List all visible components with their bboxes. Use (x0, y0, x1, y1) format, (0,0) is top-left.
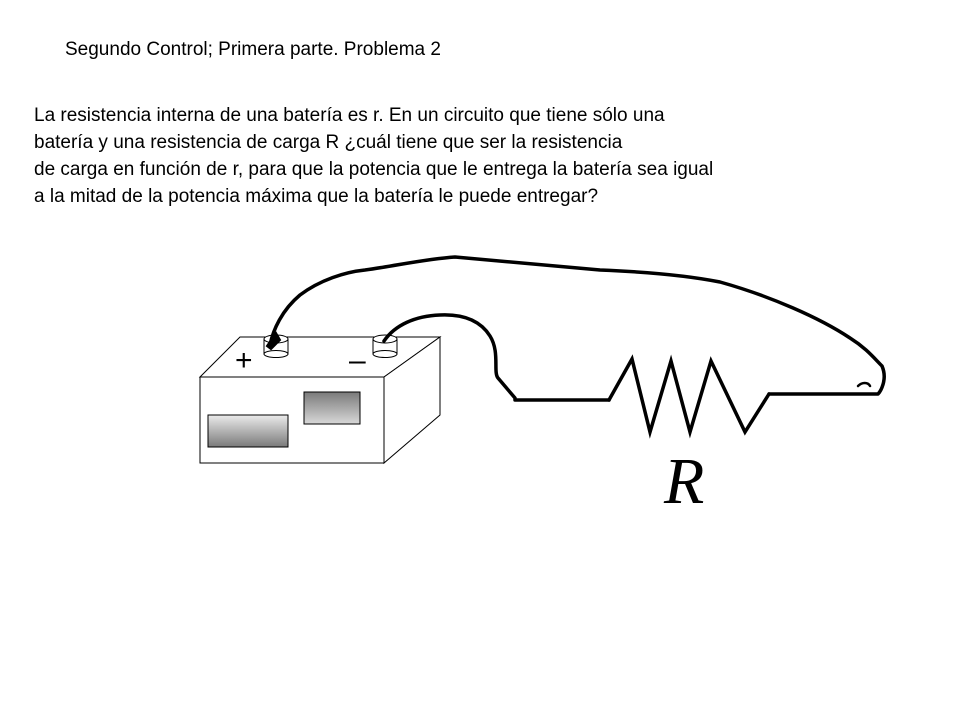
slide-title: Segundo Control; Primera parte. Problema… (65, 39, 441, 60)
problem-line-1: La resistencia interna de una batería es… (34, 105, 665, 126)
problem-statement: La resistencia interna de una batería es… (34, 102, 934, 210)
wire-negative (382, 313, 611, 402)
battery-label-right (303, 391, 361, 425)
resistor-label: R (663, 445, 704, 518)
problem-line-2: batería y una resistencia de carga R ¿cu… (34, 132, 623, 153)
battery: + – (198, 334, 442, 465)
positive-sign: + (235, 344, 253, 377)
wire-positive-clip (265, 331, 282, 351)
battery-label-left (207, 414, 289, 448)
problem-line-3: de carga en función de r, para que la po… (34, 159, 714, 180)
wire-positive (268, 255, 886, 396)
resistor-zigzag (607, 354, 771, 439)
negative-terminal (372, 334, 398, 358)
wire-end-hook (856, 381, 872, 388)
negative-sign: – (349, 344, 366, 377)
problem-line-4: a la mitad de la potencia máxima que la … (34, 186, 599, 207)
